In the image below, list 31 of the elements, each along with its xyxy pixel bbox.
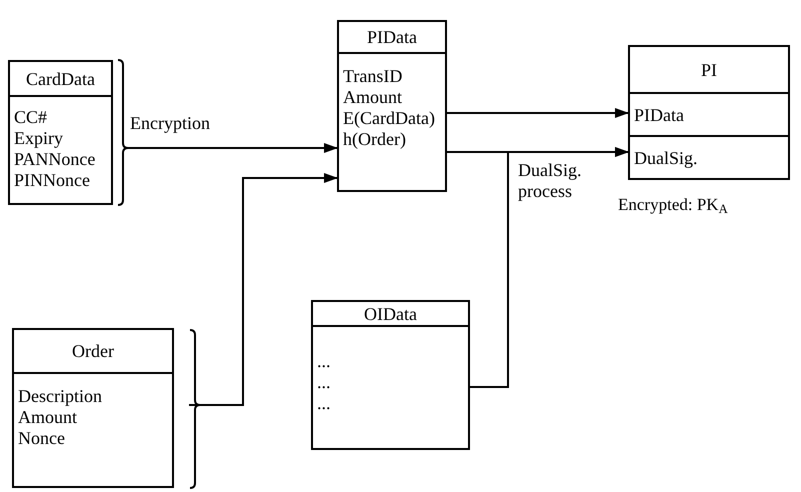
arrow [447, 108, 629, 118]
box-heading: PIData [339, 22, 445, 54]
arrow [189, 173, 338, 406]
class-box [8, 60, 113, 205]
arrow [128, 143, 338, 153]
class-box [12, 328, 174, 488]
field-name: PANNonce [14, 149, 96, 170]
note: Encrypted: PK$_{A}$ [618, 194, 728, 218]
field-name: Amount [18, 407, 78, 428]
field-name: TransID [343, 66, 402, 87]
field-name: Amount [343, 87, 402, 108]
field-row: DualSig. [630, 137, 788, 178]
field-name: ... [317, 393, 330, 414]
class-box [628, 45, 790, 180]
field-name: Description [18, 386, 102, 407]
field-name: Expiry [14, 128, 63, 149]
field-name: PINNonce [14, 170, 90, 191]
field-name: ... [317, 372, 330, 393]
field-row: PIData [630, 94, 788, 137]
field-name: Nonce [18, 428, 65, 449]
field-name: ... [317, 351, 330, 372]
box-heading: CardData [10, 62, 111, 97]
field-name: h(Order) [343, 129, 406, 150]
field-name: CC# [14, 107, 48, 128]
class-box [337, 20, 447, 192]
box-heading: OIData [313, 302, 468, 327]
arrow [470, 147, 629, 388]
box-heading: Order [14, 330, 172, 374]
box-heading: PI [630, 47, 788, 94]
class-box [311, 300, 470, 450]
field-name: E(CardData) [343, 108, 435, 129]
